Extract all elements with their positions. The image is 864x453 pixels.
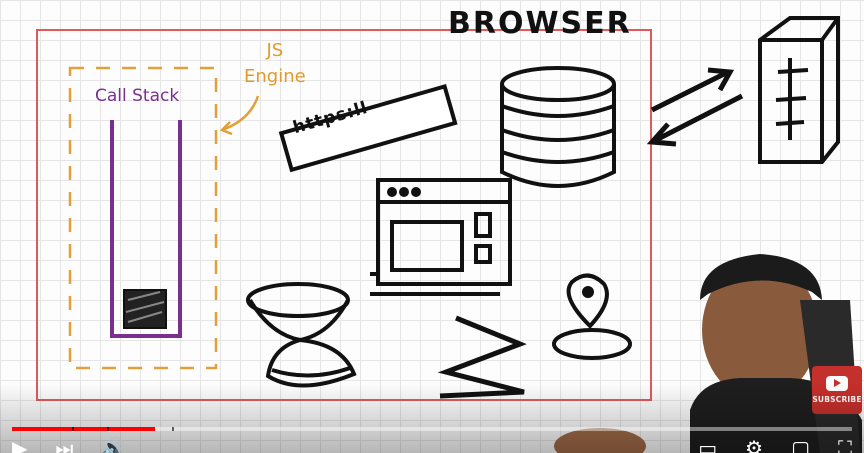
miniplayer-icon[interactable]: ▢ xyxy=(791,436,810,453)
volume-icon[interactable]: 🔊 xyxy=(101,436,127,453)
subscribe-label: SUBSCRIBE xyxy=(812,395,862,404)
subscribe-button[interactable]: SUBSCRIBE xyxy=(812,366,862,414)
bookmark-icon xyxy=(437,315,527,399)
settings-icon[interactable]: ⚙ xyxy=(745,436,764,453)
call-stack-frame xyxy=(123,289,167,329)
call-stack-container xyxy=(110,120,182,338)
js-engine-box xyxy=(68,66,218,370)
progress-played xyxy=(12,427,155,431)
browser-title: BROWSER xyxy=(448,6,632,41)
captions-icon[interactable]: ▭ xyxy=(698,436,718,453)
hourglass-icon xyxy=(246,282,357,388)
presenter-avatar xyxy=(554,254,862,453)
player-controls: ▶ ⏭ 🔊 ▭ ⚙ ▢ ⛶ xyxy=(12,436,852,453)
js-engine-label: JS Engine xyxy=(244,40,306,87)
window-icon xyxy=(370,178,512,296)
engine-arrow xyxy=(221,95,260,132)
server-icon xyxy=(758,16,840,164)
call-stack-label: Call Stack xyxy=(95,86,180,106)
arrows-icon xyxy=(646,67,744,147)
subscribe-icon xyxy=(826,376,848,391)
next-icon[interactable]: ⏭ xyxy=(55,436,74,453)
database-icon xyxy=(500,66,616,188)
url-tag xyxy=(278,83,458,173)
chapter-marker xyxy=(172,427,174,431)
play-icon[interactable]: ▶ xyxy=(12,436,28,453)
location-pin-icon xyxy=(552,273,632,360)
browser-box xyxy=(36,29,652,401)
chapter-marker xyxy=(107,427,109,431)
chapter-marker xyxy=(72,427,74,431)
progress-bar[interactable] xyxy=(12,427,852,431)
fullscreen-icon[interactable]: ⛶ xyxy=(838,436,852,453)
